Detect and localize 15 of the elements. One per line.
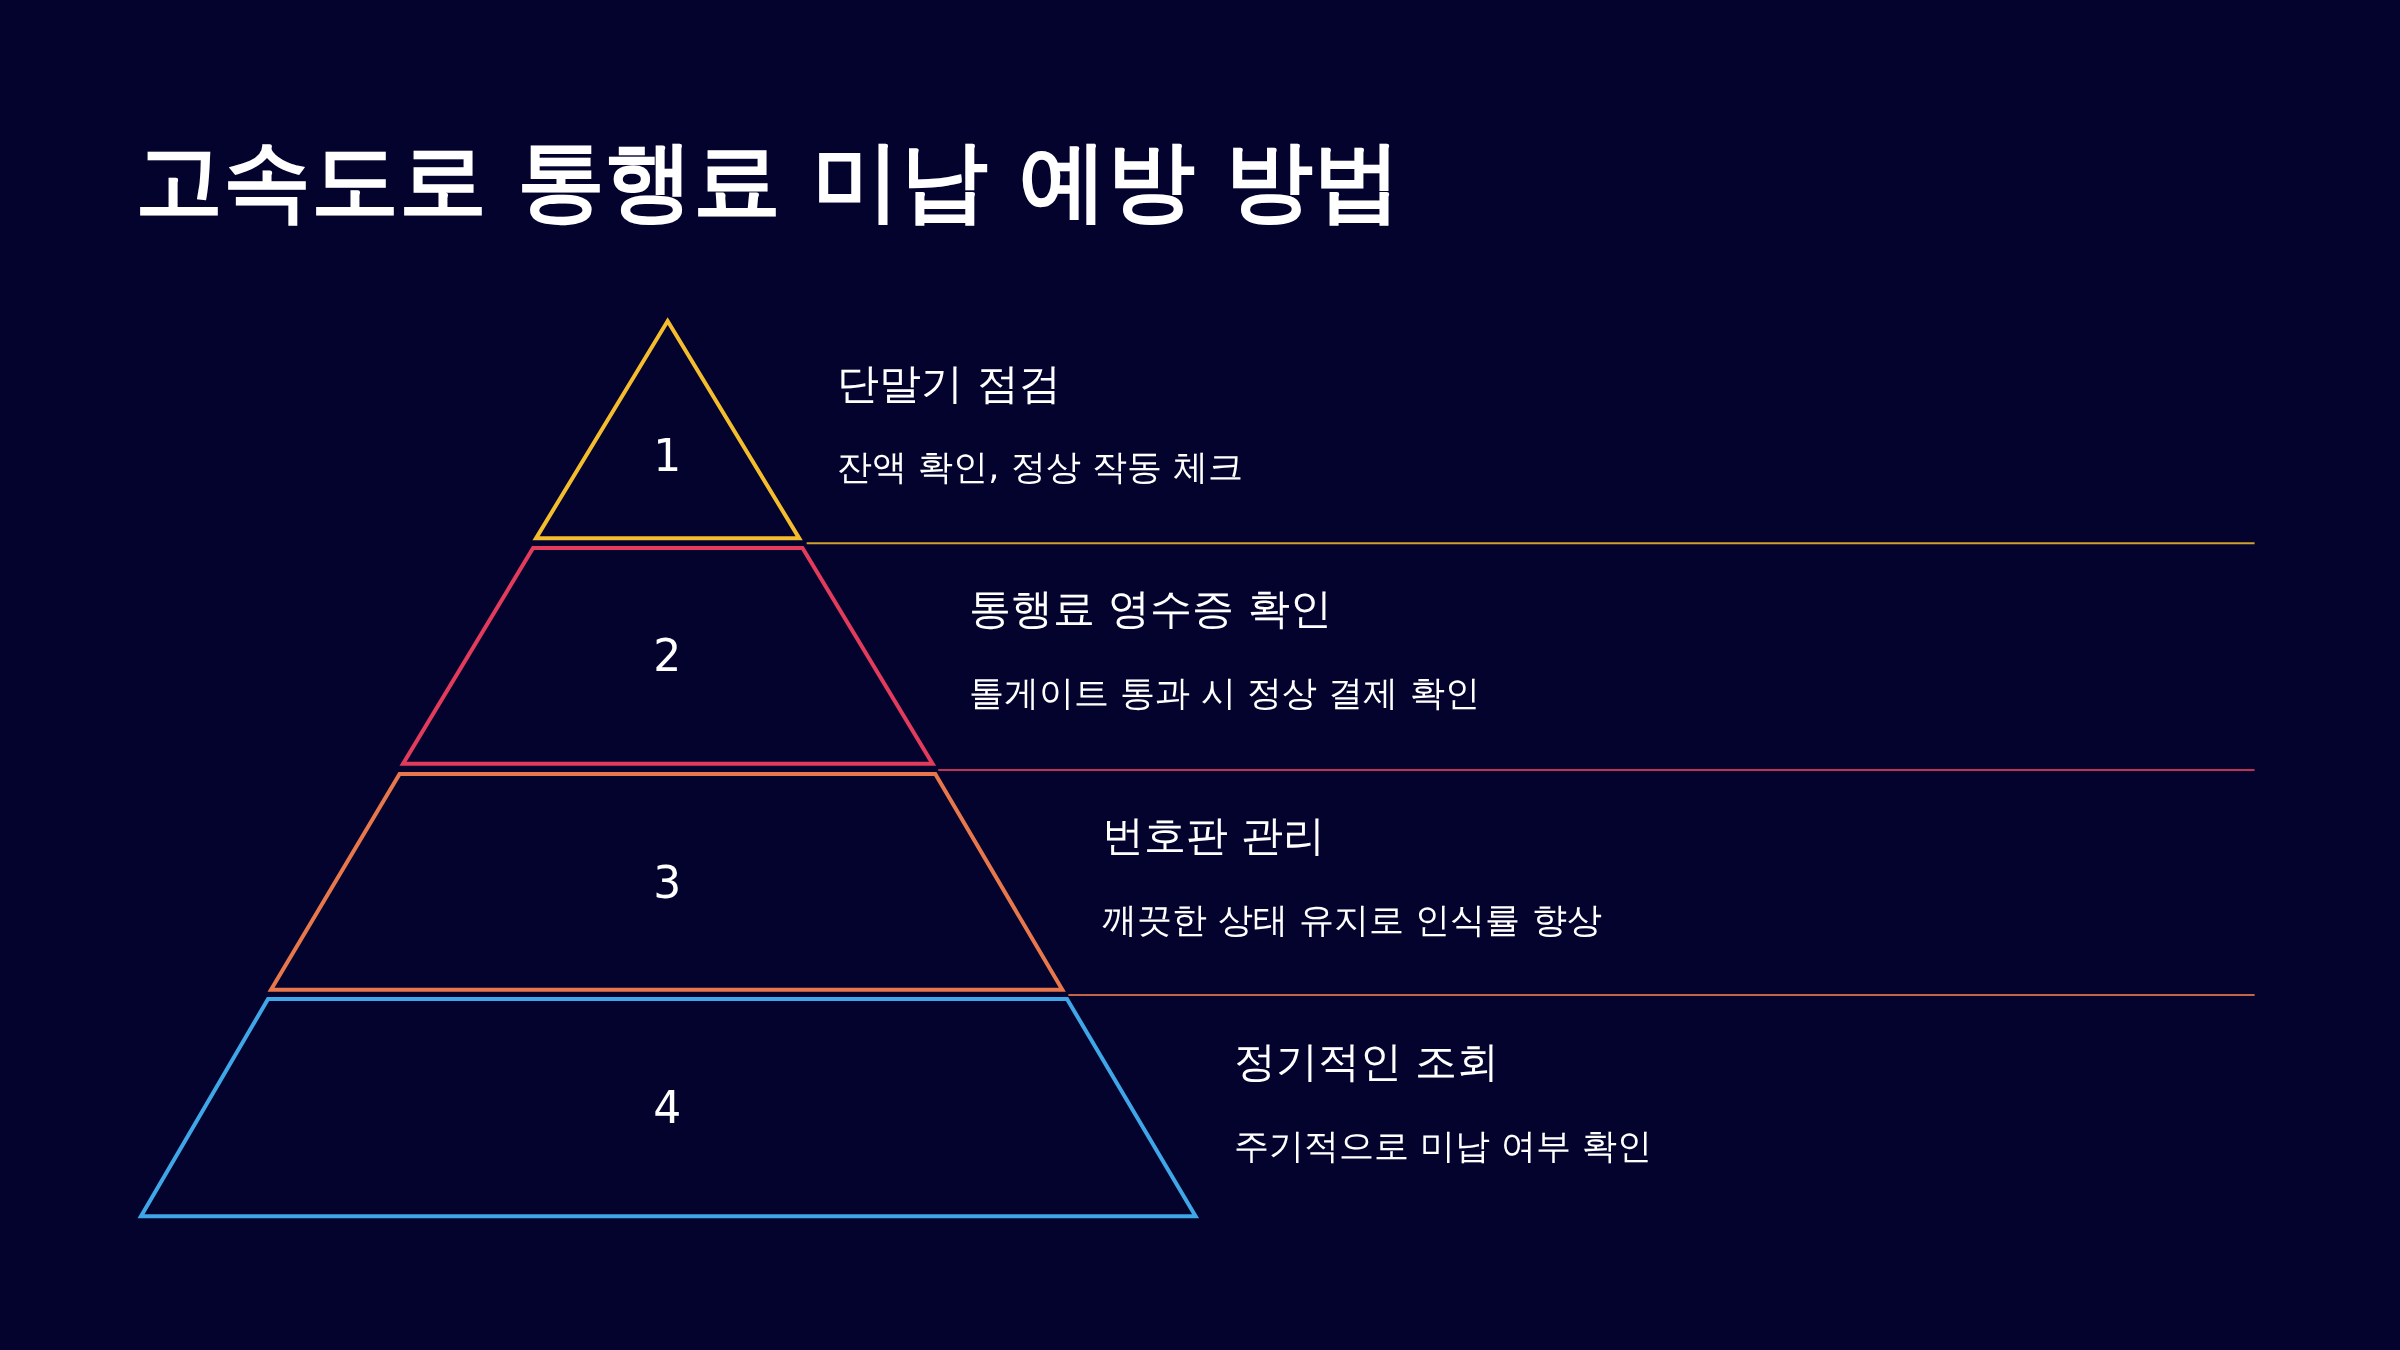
pyramid-tier bbox=[270, 774, 1063, 991]
pyramid-tier bbox=[402, 547, 933, 764]
tier-number: 4 bbox=[653, 1081, 682, 1133]
pyramid-tier bbox=[140, 999, 1196, 1217]
tier-number: 2 bbox=[653, 629, 682, 681]
tier-description: 주기적으로 미납 여부 확인 bbox=[1233, 1124, 1653, 1168]
tier-description: 깨끗한 상태 유지로 인식률 향상 bbox=[1102, 898, 1602, 942]
tier-description: 잔액 확인, 정상 작동 체크 bbox=[837, 445, 1243, 489]
tier-heading: 번호판 관리 bbox=[1102, 809, 1326, 862]
tier-heading: 단말기 점검 bbox=[837, 358, 1061, 411]
tier-heading: 통행료 영수증 확인 bbox=[968, 583, 1332, 636]
tier-heading: 정기적인 조회 bbox=[1233, 1036, 1500, 1089]
tier-description: 톨게이트 통과 시 정상 결제 확인 bbox=[968, 671, 1480, 715]
tier-number: 3 bbox=[653, 856, 682, 908]
title: 고속도로 통행료 미납 예방 방법 bbox=[134, 127, 1402, 234]
